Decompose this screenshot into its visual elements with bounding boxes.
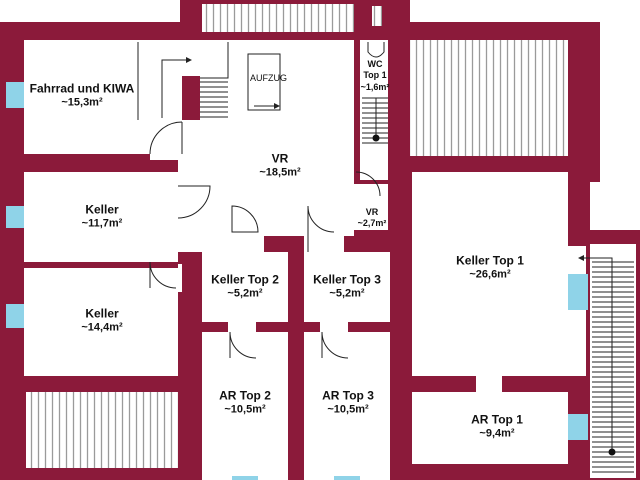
room-area: ~10,5m² — [327, 403, 369, 416]
room-area: ~10,5m² — [224, 403, 266, 416]
room-area: ~11,7m² — [81, 217, 123, 230]
room-sub: Top 1 — [363, 70, 387, 81]
room-label-keller-b: Keller ~14,4m² — [81, 307, 122, 336]
doors — [149, 121, 381, 359]
room-area: ~18,5m² — [259, 166, 301, 179]
elevator-label: AUFZUG — [250, 73, 287, 83]
room-area: ~15,3m² — [61, 96, 103, 109]
room-label-keller-top2: Keller Top 2 ~5,2m² — [211, 273, 279, 302]
room-label-fahrrad: Fahrrad und KIWA ~15,3m² — [30, 82, 135, 111]
elevator-shaft — [247, 53, 281, 111]
room-name: Keller Top 2 — [211, 272, 279, 287]
room-name: AR Top 2 — [219, 388, 271, 403]
room-area: ~9,4m² — [479, 427, 515, 440]
room-label-wc: WC Top 1 ~1,6m² — [361, 59, 390, 93]
main-staircase — [137, 42, 229, 120]
room-area: ~26,6m² — [469, 268, 511, 281]
windows — [6, 82, 588, 480]
room-name: VR — [271, 151, 289, 166]
room-name: Keller Top 1 — [456, 253, 524, 268]
room-name: Keller Top 3 — [313, 272, 381, 287]
hatched-areas — [26, 4, 568, 468]
room-area: ~14,4m² — [81, 321, 123, 334]
wc-stair — [362, 42, 388, 144]
room-label-keller-top3: Keller Top 3 ~5,2m² — [313, 273, 381, 302]
room-name: AR Top 1 — [471, 412, 523, 427]
room-label-vr-main: VR ~18,5m² — [259, 152, 300, 181]
room-area: ~5,2m² — [329, 287, 365, 300]
room-label-keller-a: Keller ~11,7m² — [82, 203, 123, 232]
room-name: VR — [365, 206, 379, 217]
room-label-ar-top1: AR Top 1 ~9,4m² — [471, 413, 523, 442]
room-name: Keller — [85, 202, 119, 217]
room-name: Keller — [85, 306, 119, 321]
outer-staircase — [578, 244, 636, 478]
room-name: WC — [367, 59, 383, 70]
room-name: AR Top 3 — [322, 388, 374, 403]
room-area: ~1,6m² — [360, 81, 390, 92]
room-area: ~2,7m² — [357, 218, 387, 228]
room-label-ar-top2: AR Top 2 ~10,5m² — [219, 389, 271, 418]
room-area: ~5,2m² — [227, 287, 263, 300]
room-name: Fahrrad und KIWA — [29, 81, 135, 96]
room-label-vr-small: VR ~2,7m² — [358, 207, 387, 230]
room-label-ar-top3: AR Top 3 ~10,5m² — [322, 389, 374, 418]
room-label-keller-top1: Keller Top 1 ~26,6m² — [456, 254, 524, 283]
